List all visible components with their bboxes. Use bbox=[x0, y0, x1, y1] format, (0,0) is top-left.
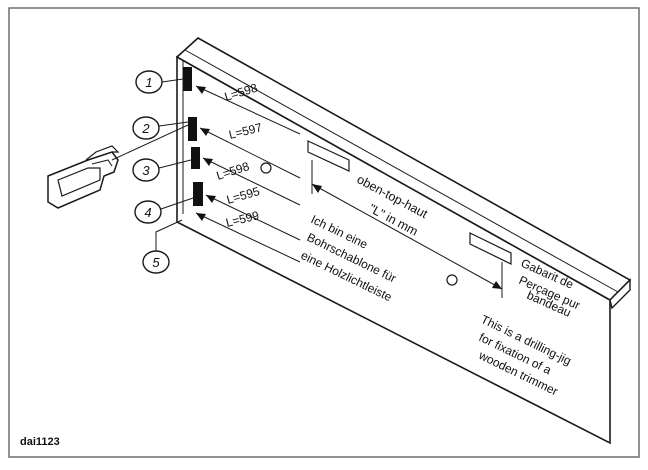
leader-line-3 bbox=[202, 157, 301, 206]
callout-line-1 bbox=[161, 78, 184, 83]
callout-line-2 bbox=[158, 121, 189, 127]
leader-line-2 bbox=[199, 127, 301, 179]
top-mark-right bbox=[469, 232, 512, 265]
arrowhead-2 bbox=[200, 128, 210, 136]
slot-3 bbox=[191, 147, 200, 169]
leader-line-5 bbox=[195, 212, 301, 263]
callout-4: 4 bbox=[134, 200, 162, 224]
arrowhead-5 bbox=[196, 213, 206, 221]
jig-rim-edge bbox=[184, 49, 619, 293]
callout-line-4 bbox=[160, 197, 194, 210]
leader-line-1 bbox=[195, 85, 301, 135]
leader-line-4 bbox=[205, 194, 301, 241]
drill-hole-left bbox=[260, 162, 272, 174]
clip-pointer-line bbox=[111, 124, 189, 161]
slot-4 bbox=[193, 182, 203, 206]
callout-5: 5 bbox=[142, 250, 170, 274]
dimension-arrow-right bbox=[492, 281, 502, 289]
callout-label-5: 5 bbox=[152, 255, 160, 270]
plug-clip bbox=[47, 145, 120, 209]
jig-end-cap bbox=[609, 278, 631, 310]
callout-label-2: 2 bbox=[141, 121, 150, 136]
callout-label-1: 1 bbox=[145, 75, 152, 90]
callout-label-4: 4 bbox=[144, 205, 151, 220]
arrowhead-3 bbox=[203, 158, 213, 166]
length-dimension-line bbox=[311, 183, 503, 290]
arrowhead-1 bbox=[196, 86, 206, 94]
drill-hole-right bbox=[446, 274, 458, 286]
top-mark-left bbox=[307, 140, 350, 172]
slot-2 bbox=[188, 117, 197, 141]
callout-label-3: 3 bbox=[142, 163, 150, 178]
figure-id: dai1123 bbox=[20, 436, 60, 448]
callout-3: 3 bbox=[132, 158, 160, 182]
callout-line-3 bbox=[158, 159, 192, 169]
callout-line-5 bbox=[155, 219, 183, 251]
slot-1 bbox=[183, 67, 192, 91]
callout-1: 1 bbox=[135, 70, 163, 94]
callout-2: 2 bbox=[132, 116, 160, 140]
arrowhead-4 bbox=[206, 195, 216, 203]
dimension-arrow-left bbox=[312, 184, 322, 193]
